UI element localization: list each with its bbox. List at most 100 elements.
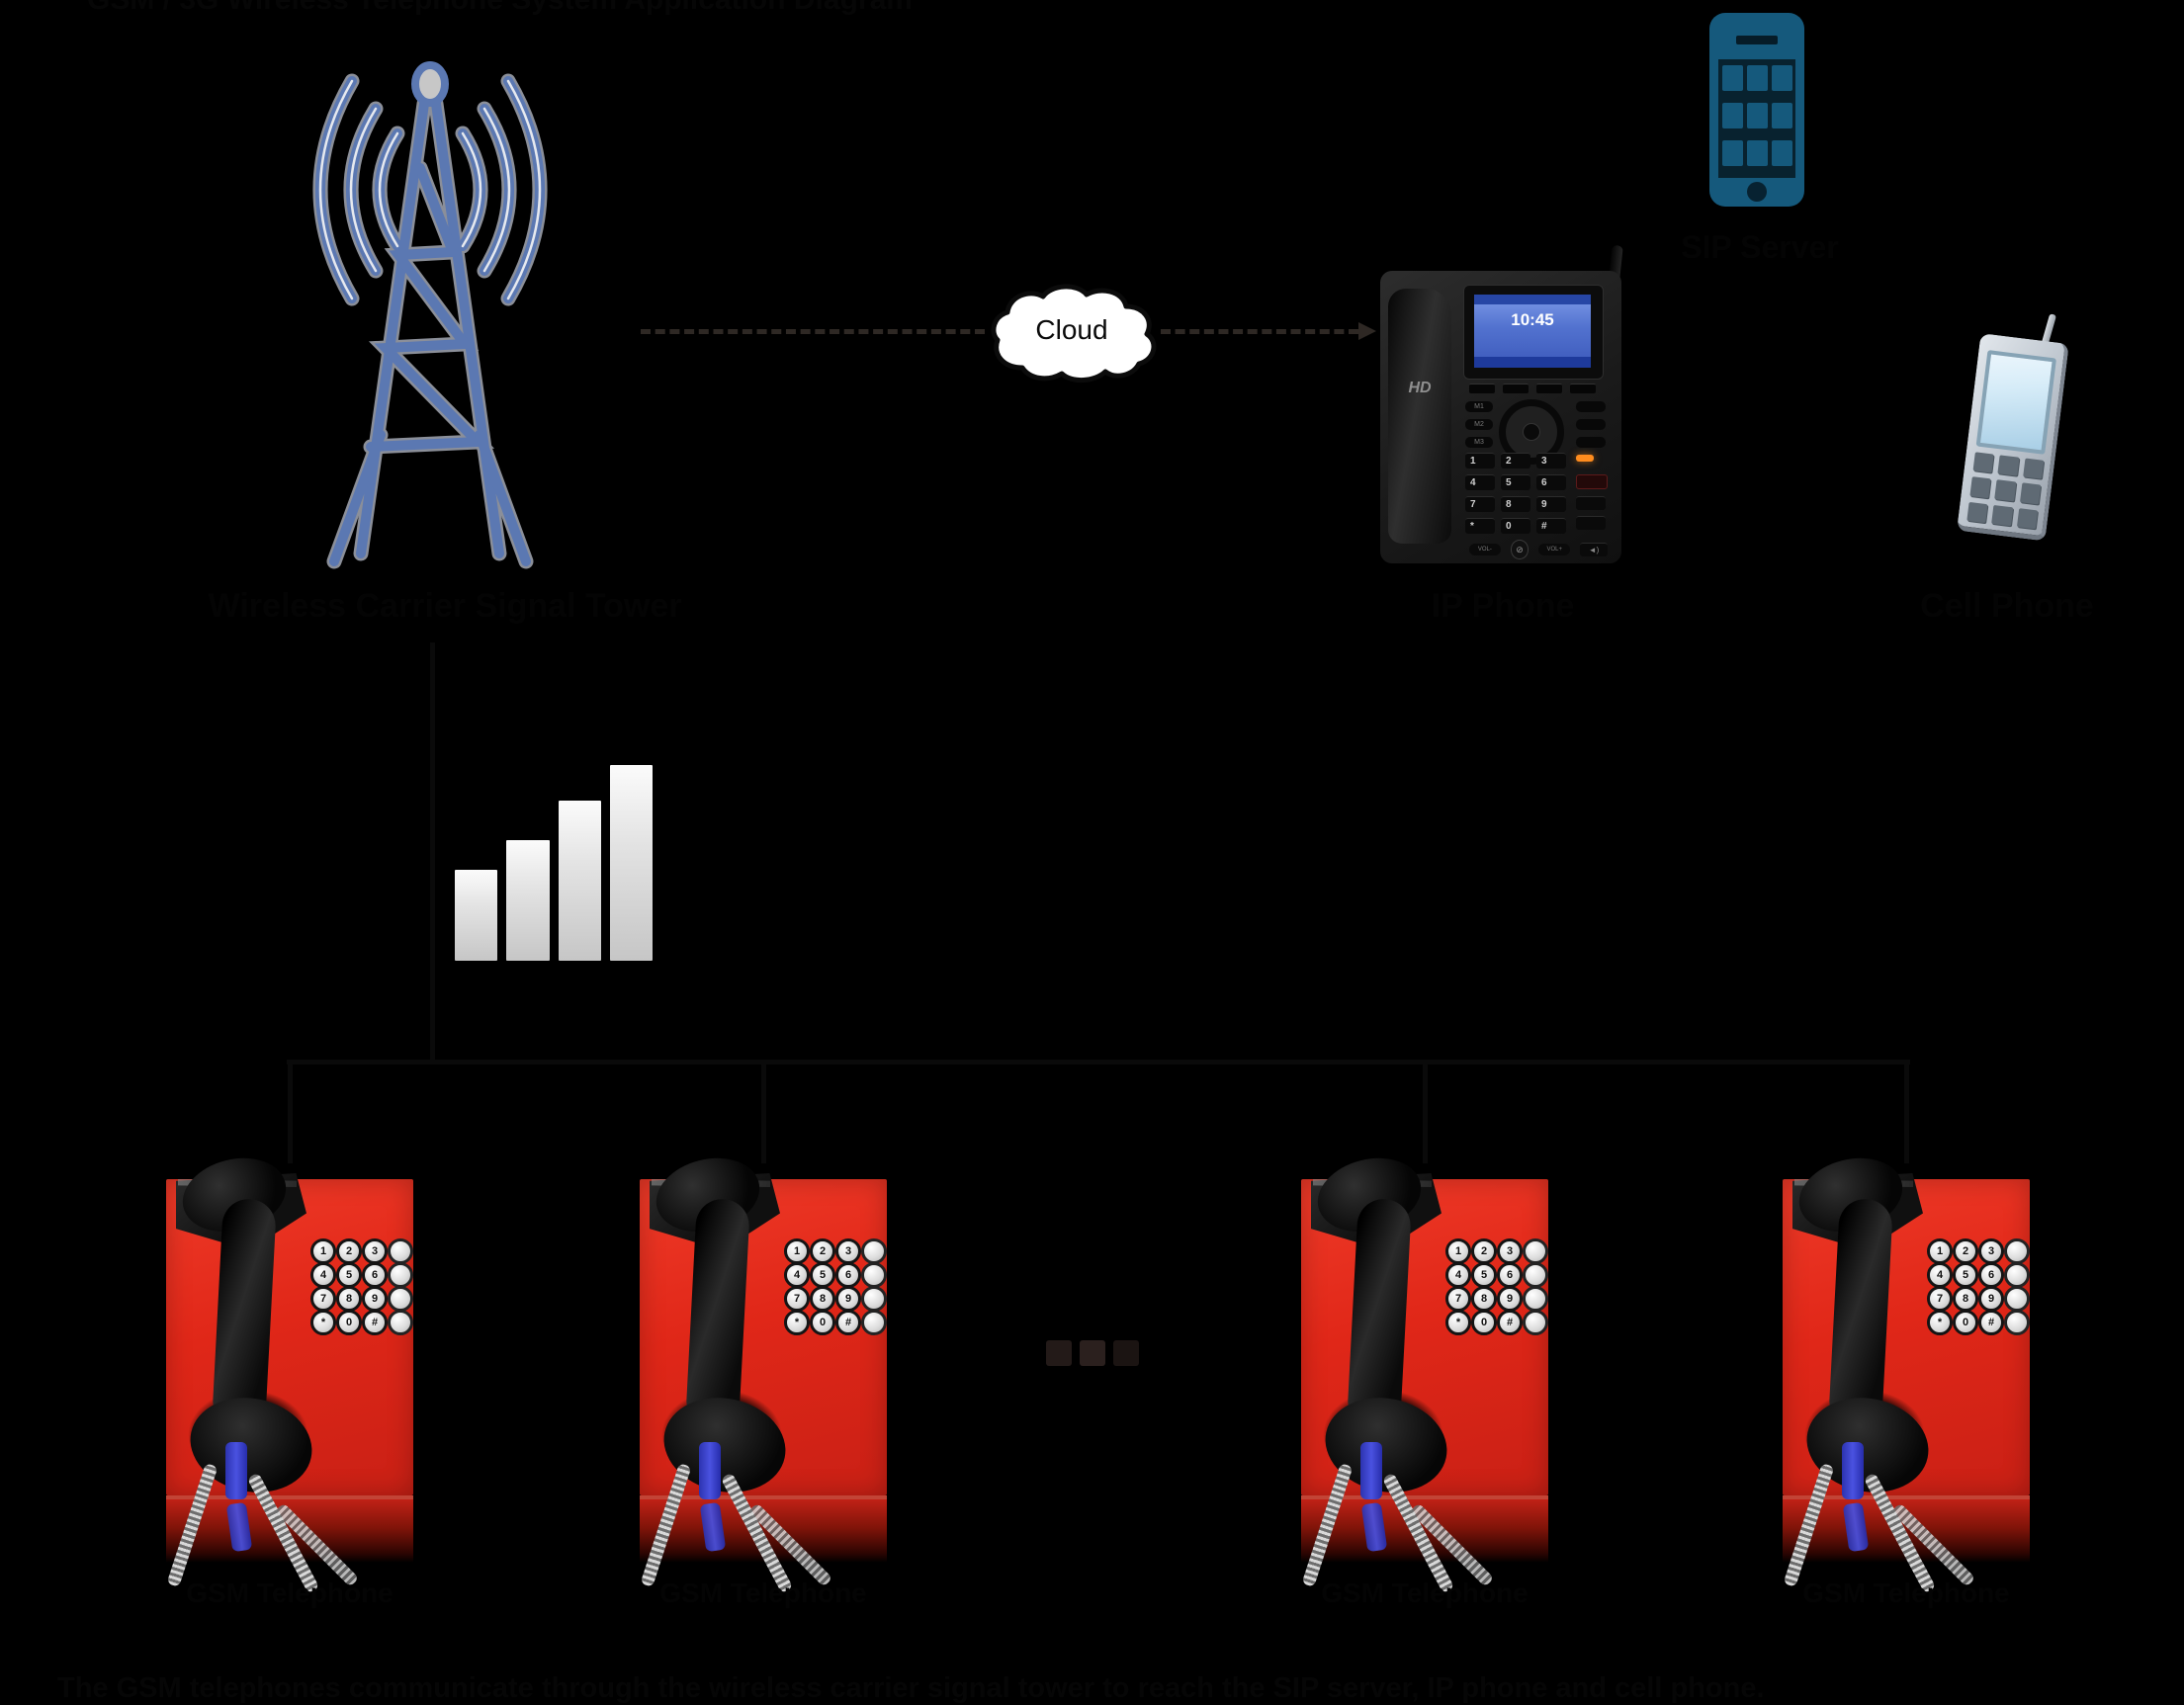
keypad-button-5: 5 (810, 1262, 835, 1288)
keypad-button-blank (861, 1286, 887, 1312)
speaker-key: ◄) (1580, 543, 1609, 556)
redial-key (1576, 496, 1606, 510)
right-key-column (1576, 401, 1606, 448)
connector-riser (761, 1062, 766, 1163)
hd-badge: HD (1408, 380, 1432, 396)
keypad-button-5: 5 (336, 1262, 362, 1288)
ip-phone-handset: HD (1388, 289, 1451, 544)
cell-key (1991, 504, 2014, 527)
keypad-button-blank (2004, 1286, 2030, 1312)
ip-phone-caption: IP Phone (1431, 587, 1575, 625)
keypad-button-blank (2004, 1310, 2030, 1335)
function-key (1576, 419, 1606, 430)
dialpad-key-6: 6 (1536, 474, 1566, 490)
sip-server-icon (1706, 10, 1807, 210)
signal-bar (455, 870, 498, 961)
ip-phone-screen: 10:45 (1474, 295, 1591, 368)
screen-status-bar (1474, 295, 1591, 304)
cropped-title-top: GSM / 3G Wireless Telephone System Appli… (87, 0, 2084, 17)
status-led (1576, 455, 1594, 462)
memory-key-M2: M2 (1465, 419, 1493, 430)
keypad-button-9: 9 (835, 1286, 861, 1312)
connector-riser (288, 1062, 293, 1163)
dialpad-key-#: # (1536, 518, 1566, 534)
signal-bar (506, 840, 550, 961)
dialpad-key-8: 8 (1501, 496, 1530, 512)
keypad-button-2: 2 (1953, 1238, 1978, 1264)
cloud-label: Cloud (1035, 314, 1108, 345)
dialpad-key-2: 2 (1501, 453, 1530, 469)
signal-bars-icon (455, 763, 653, 961)
keypad-button-1: 1 (310, 1238, 336, 1264)
keypad-button-6: 6 (835, 1262, 861, 1288)
keypad-button-7: 7 (1927, 1286, 1953, 1312)
keypad-button-0: 0 (1953, 1310, 1978, 1335)
ellipsis-dot (1080, 1340, 1105, 1366)
radio-tower-icon (287, 10, 583, 583)
dialpad-key-7: 7 (1465, 496, 1495, 512)
keypad-button-#: # (362, 1310, 388, 1335)
keypad-button-blank (1523, 1310, 1548, 1335)
cell-phone-caption: Cell Phone (1920, 587, 2094, 625)
dialpad-key-*: * (1465, 518, 1495, 534)
keypad-button-blank (861, 1238, 887, 1264)
keypad-button-blank (1523, 1238, 1548, 1264)
keypad-button-7: 7 (1445, 1286, 1471, 1312)
blue-cord (699, 1442, 721, 1499)
cell-key (1966, 501, 1988, 524)
softkey-row (1469, 384, 1604, 393)
keypad-button-blank (1523, 1286, 1548, 1312)
mute-key: ⊘ (1510, 540, 1529, 559)
red-telephone-caption: GSM Telephone (1802, 1577, 2010, 1608)
keypad-button-blank (861, 1310, 887, 1335)
cell-key (2022, 458, 2045, 479)
keypad-button-4: 4 (1445, 1262, 1471, 1288)
ellipsis-dot (1046, 1340, 1072, 1366)
memory-key-M1: M1 (1465, 401, 1493, 412)
connector-riser (1423, 1062, 1428, 1163)
cell-phone-keypad (1966, 452, 2045, 530)
keypad-button-4: 4 (784, 1262, 810, 1288)
cropped-text-bottom: The GSM telephones communicate through t… (57, 1672, 1765, 1704)
keypad-button-8: 8 (1471, 1286, 1497, 1312)
keypad-button-8: 8 (810, 1286, 835, 1312)
blue-cord (1360, 1442, 1382, 1499)
screen-time: 10:45 (1511, 310, 1554, 329)
keypad-button-3: 3 (1497, 1238, 1523, 1264)
keypad-button-0: 0 (336, 1310, 362, 1335)
softkey (1503, 384, 1529, 393)
keypad-button-8: 8 (1953, 1286, 1978, 1312)
dashed-connector-left (641, 329, 985, 334)
phone-ledge (1301, 1495, 1548, 1499)
keypad-button-7: 7 (784, 1286, 810, 1312)
keypad-button-3: 3 (362, 1238, 388, 1264)
keypad-button-1: 1 (1927, 1238, 1953, 1264)
keypad-button-#: # (1978, 1310, 2004, 1335)
arrow-head-icon (1358, 322, 1376, 340)
dialpad-key-0: 0 (1501, 518, 1530, 534)
connector-vertical (430, 642, 435, 1062)
keypad-button-6: 6 (1978, 1262, 2004, 1288)
softkey (1536, 384, 1562, 393)
keypad-button-blank (2004, 1262, 2030, 1288)
keypad-button-6: 6 (1497, 1262, 1523, 1288)
keypad-button-*: * (1927, 1310, 1953, 1335)
keypad-button-2: 2 (1471, 1238, 1497, 1264)
keypad-button-8: 8 (336, 1286, 362, 1312)
keypad-button-0: 0 (1471, 1310, 1497, 1335)
keypad-button-2: 2 (810, 1238, 835, 1264)
bottom-key-row: VOL- ⊘ VOL+ ◄) (1469, 540, 1609, 559)
cell-key (1997, 455, 2020, 476)
ok-button (1523, 423, 1540, 441)
dialpad-key-9: 9 (1536, 496, 1566, 512)
volume-up-key: VOL+ (1538, 544, 1571, 555)
